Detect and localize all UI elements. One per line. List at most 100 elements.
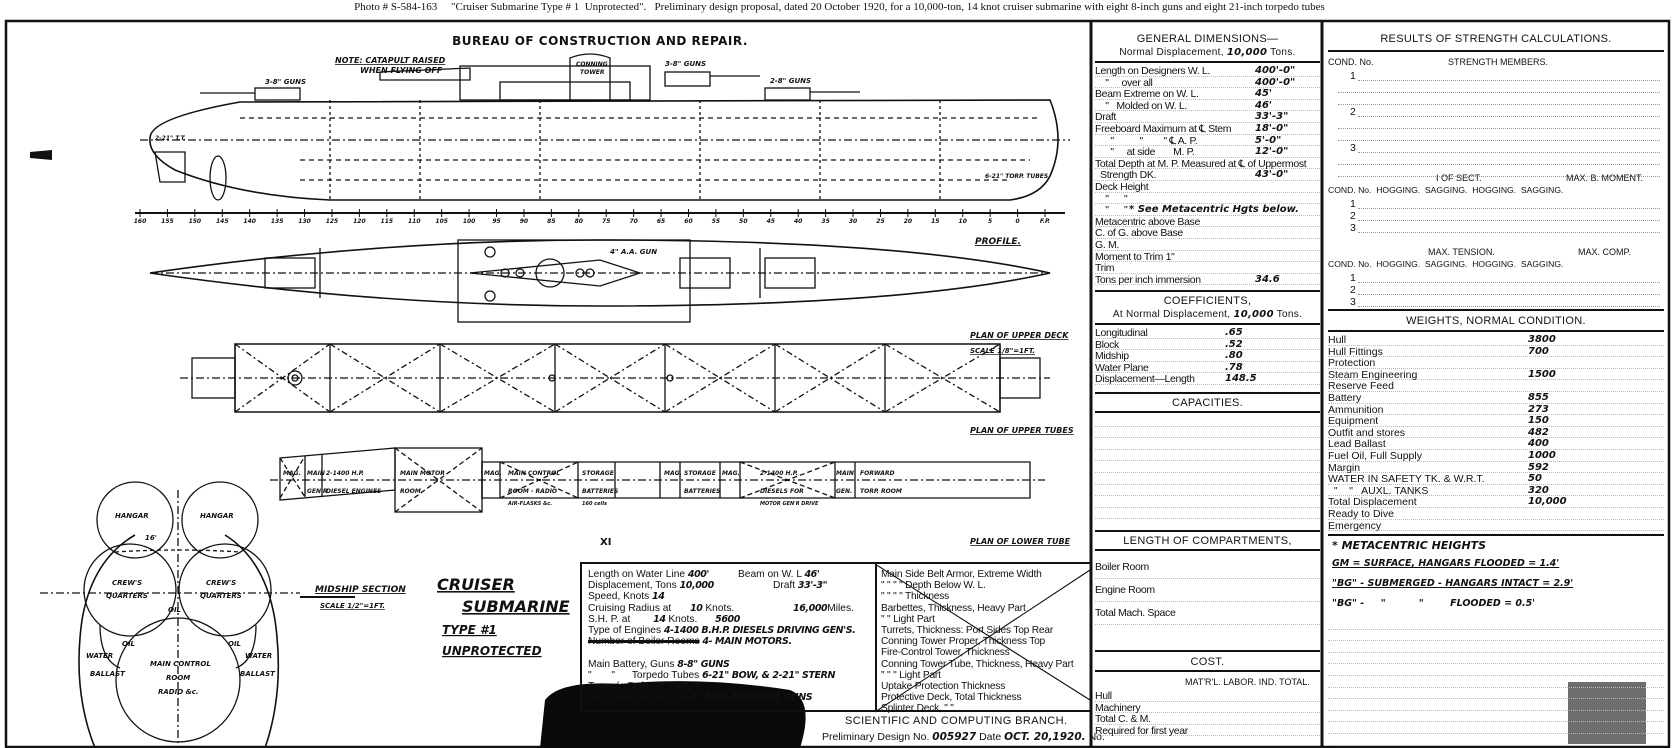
compartment-label: MAIN CONTROL bbox=[508, 470, 560, 477]
row-label: C. of G. above Base bbox=[1095, 227, 1183, 240]
row-value: 1000 bbox=[1528, 449, 1556, 461]
station-number: 10 bbox=[959, 218, 967, 225]
compartment-label: DIESEL ENGINES bbox=[326, 488, 381, 495]
metacentric-line: GM = SURFACE, HANGARS FLOODED = 1.4' bbox=[1332, 558, 1560, 569]
row-label: Ready to Dive bbox=[1328, 507, 1394, 520]
row-value: 10,000 bbox=[1528, 496, 1567, 508]
metacentric-line: "BG" - " " FLOODED = 0.5' bbox=[1332, 598, 1536, 609]
text-label: 3 bbox=[1350, 142, 1356, 154]
row-label: Outfit and stores bbox=[1328, 426, 1406, 439]
form-row: Longitudinal.65 bbox=[1095, 327, 1320, 339]
station-number: 65 bbox=[657, 218, 665, 225]
text-label: 4-1400 B.H.P. DIESELS DRIVING GEN'S. bbox=[663, 624, 856, 636]
form-row: C. of G. above Base bbox=[1095, 227, 1320, 239]
row-label: Hull Fittings bbox=[1328, 345, 1383, 358]
row-value: 5'-0" bbox=[1255, 134, 1282, 146]
label-hangar-dim: 16' bbox=[145, 534, 157, 542]
form-row: Fuel Oil, Full Supply 1000 bbox=[1328, 450, 1664, 462]
station-number: 155 bbox=[161, 218, 174, 225]
station-number: 160 bbox=[134, 218, 147, 225]
text-label: Cruising Radius at bbox=[588, 602, 672, 614]
text-label: 33'-3" bbox=[797, 580, 828, 592]
blank-row bbox=[1328, 722, 1664, 734]
station-number: 60 bbox=[684, 218, 692, 225]
text-label: 16,000 bbox=[793, 602, 828, 614]
compartment-label: FORWARD bbox=[860, 470, 894, 477]
label-hangar-port: HANGAR bbox=[115, 512, 149, 520]
name-line-3: TYPE #1 bbox=[442, 623, 497, 637]
station-number: 45 bbox=[767, 218, 775, 225]
form-row: Protection bbox=[1328, 357, 1664, 369]
row-label: Total Depth at M. P. Measured at ℄ of Up… bbox=[1095, 157, 1307, 170]
row-label: Block bbox=[1095, 338, 1119, 351]
weights-title: WEIGHTS, NORMAL CONDITION. bbox=[1406, 315, 1586, 327]
compartment-label: MAG. bbox=[722, 470, 740, 477]
armor-spec-line: Conning Tower Proper, Thickness Top bbox=[881, 636, 1046, 648]
catapult-note-2: WHEN FLYING OFF bbox=[360, 66, 443, 75]
label-aa-gun: 4" A.A. GUN bbox=[610, 248, 657, 256]
form-row: Emergency bbox=[1328, 520, 1664, 532]
station-number: 90 bbox=[520, 218, 528, 225]
text-label: 14 bbox=[652, 591, 665, 603]
text-label: " " Torpedo Tubes bbox=[588, 669, 700, 681]
label-main-control: MAIN CONTROL bbox=[150, 660, 211, 668]
blank-row bbox=[1095, 415, 1320, 427]
text-label: Knots. bbox=[705, 602, 735, 614]
text-label: Preliminary Design No. bbox=[822, 731, 930, 743]
station-number: 20 bbox=[904, 218, 912, 225]
row-value: 45' bbox=[1255, 88, 1272, 100]
station-number: 125 bbox=[326, 218, 339, 225]
row-label: Battery bbox=[1328, 391, 1362, 404]
blank-row bbox=[1328, 630, 1664, 642]
compartments-title: LENGTH OF COMPARTMENTS, bbox=[1123, 535, 1292, 547]
label-tower: TOWER bbox=[580, 69, 605, 76]
upper-deck-title: PLAN OF UPPER DECK bbox=[970, 331, 1069, 340]
row-label: Draft bbox=[1095, 111, 1117, 124]
spec-table: Length on Water Line 400'Beam on W. L 46… bbox=[580, 562, 1090, 714]
compartment-label: 2-1400 H.P. bbox=[326, 470, 364, 477]
lower-tube-title: PLAN OF LOWER TUBE bbox=[970, 537, 1071, 546]
text-label: 1 bbox=[1350, 272, 1356, 284]
compartment-label: MAIN MOTOR bbox=[400, 470, 445, 477]
form-row: Water Plane.78 bbox=[1095, 362, 1320, 374]
compartment-label: BATTERIES bbox=[684, 488, 720, 495]
station-number: 50 bbox=[739, 218, 747, 225]
label-mid-guns: 3-8" GUNS bbox=[665, 60, 706, 68]
row-label: Fuel Oil, Full Supply bbox=[1328, 449, 1422, 462]
compartment-label: ROOM - RADIO bbox=[508, 488, 557, 495]
form-row: Boiler Room bbox=[1095, 556, 1320, 579]
form-column-b: RESULTS OF STRENGTH CALCULATIONS. COND. … bbox=[1328, 22, 1664, 748]
text-label: 46' bbox=[804, 569, 820, 580]
armor-spec-line: " " " Light Part bbox=[881, 669, 941, 681]
label-aft-guns: 3-8" GUNS bbox=[265, 78, 306, 86]
armor-spec-line: Barbettes, Thickness, Heavy Part bbox=[881, 602, 1026, 614]
blank-row bbox=[1328, 688, 1664, 700]
upper-deck-plan bbox=[149, 239, 1051, 323]
station-number: 85 bbox=[547, 218, 555, 225]
text-label: Tons. bbox=[1276, 309, 1303, 320]
metacentric-line: "BG" - SUBMERGED - HANGARS INTACT = 2.9' bbox=[1332, 578, 1574, 589]
text-label: Aero Defense Guns bbox=[588, 692, 678, 704]
text-label: Displacement, Tons bbox=[588, 580, 677, 592]
margin-mark bbox=[30, 150, 52, 160]
blank-row bbox=[1328, 711, 1664, 723]
form-row: Metacentric above Base bbox=[1095, 216, 1320, 228]
station-number: 140 bbox=[243, 218, 256, 225]
compartment-note: 160 cells bbox=[582, 501, 607, 507]
form-row: Block.52 bbox=[1095, 339, 1320, 351]
spec-right: Main Side Belt Armor, Extreme Width" " "… bbox=[881, 569, 1089, 714]
station-number: 115 bbox=[381, 218, 394, 225]
cost-columns: MAT'R'L. LABOR. IND. TOTAL. bbox=[1185, 677, 1310, 687]
midship-labels: HANGAR HANGAR 16' CREW'S QUARTERS CREW'S… bbox=[86, 512, 276, 696]
label-room: ROOM bbox=[166, 674, 190, 682]
blank-row bbox=[1095, 427, 1320, 439]
station-number: 120 bbox=[353, 218, 366, 225]
armor-spec-line: Protective Deck, Total Thickness bbox=[881, 692, 1022, 704]
text-label: 10,000 bbox=[679, 580, 715, 592]
label-aft-tubes: 2-21" T.T. bbox=[155, 135, 186, 142]
row-label: Steam Engineering bbox=[1328, 368, 1418, 381]
blank-row bbox=[1328, 641, 1664, 653]
text-label: Normal Displacement, bbox=[1119, 47, 1224, 58]
